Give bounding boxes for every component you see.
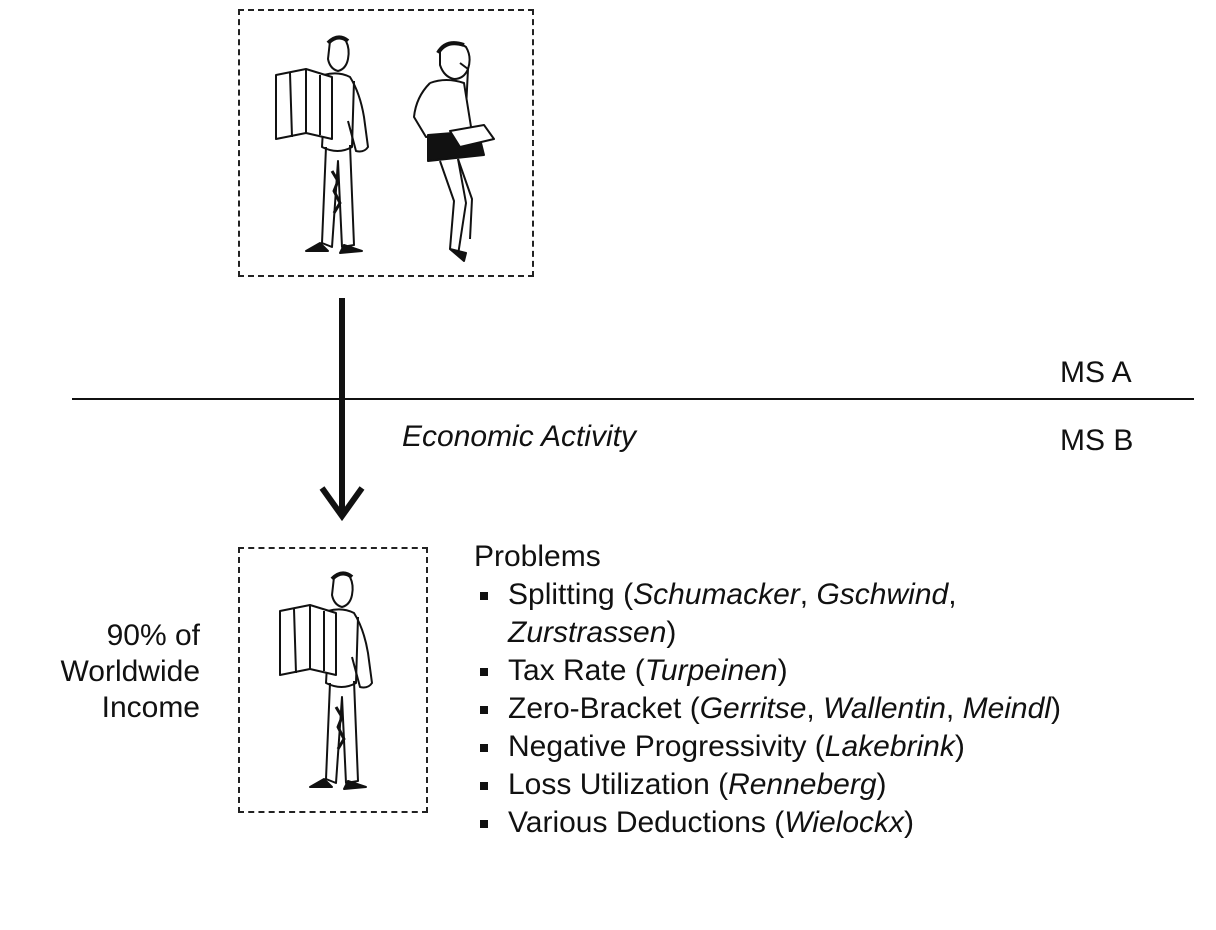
case-name: Gschwind	[816, 578, 949, 611]
problem-label: Zero-Bracket (	[508, 692, 700, 725]
problems-list: Splitting (Schumacker, Gschwind, Zurstra…	[474, 576, 1061, 842]
economic-activity-label: Economic Activity	[402, 420, 636, 453]
problem-item: Various Deductions (Wielockx)	[474, 804, 1061, 842]
case-name: Turpeinen	[644, 654, 778, 687]
case-name: Renneberg	[728, 768, 877, 801]
problem-label: Negative Progressivity (	[508, 730, 825, 763]
case-name: Wielockx	[784, 806, 905, 839]
man-reading-map-icon	[275, 35, 369, 254]
bullet-icon	[480, 668, 488, 676]
flow-arrow	[319, 298, 365, 522]
problems-section: Problems Splitting (Schumacker, Gschwind…	[474, 538, 1061, 842]
case-name: Wallentin	[823, 692, 946, 725]
problem-item: Tax Rate (Turpeinen)	[474, 652, 1061, 690]
problem-close: )	[954, 730, 965, 763]
case-name: Zurstrassen	[508, 616, 667, 649]
bullet-icon	[480, 706, 488, 714]
problem-close: )	[876, 768, 887, 801]
case-name: Gerritse	[699, 692, 807, 725]
bullet-icon	[480, 820, 488, 828]
case-separator: ,	[799, 578, 817, 611]
problem-label: Various Deductions (	[508, 806, 785, 839]
problem-item: Zero-Bracket (Gerritse, Wallentin, Meind…	[474, 690, 1061, 728]
problems-heading: Problems	[474, 540, 601, 573]
ms-a-persons-box	[238, 9, 534, 277]
problem-close: )	[1050, 692, 1061, 725]
income-line-2: Worldwide	[60, 655, 201, 688]
case-name: Schumacker	[633, 578, 800, 611]
problem-item: Splitting (Schumacker, Gschwind, Zurstra…	[474, 576, 1061, 652]
problem-close: )	[904, 806, 915, 839]
woman-on-phone-icon	[413, 41, 495, 262]
problem-item: Negative Progressivity (Lakebrink)	[474, 728, 1061, 766]
case-separator: ,	[948, 578, 957, 611]
ms-a-label: MS A	[1060, 356, 1132, 389]
bullet-icon	[480, 744, 488, 752]
problem-close: )	[666, 616, 677, 649]
border-line	[72, 398, 1194, 400]
case-name: Meindl	[962, 692, 1051, 725]
man-reading-map-icon	[279, 571, 373, 790]
case-separator: ,	[945, 692, 963, 725]
income-label: 90% of Worldwide Income	[14, 618, 201, 726]
ms-b-label: MS B	[1060, 424, 1134, 457]
ms-b-person-box	[238, 547, 428, 813]
bullet-icon	[480, 592, 488, 600]
bullet-icon	[480, 782, 488, 790]
case-separator: ,	[806, 692, 824, 725]
income-line-3: Income	[101, 691, 200, 724]
problem-label: Tax Rate (	[508, 654, 645, 687]
problem-item: Loss Utilization (Renneberg)	[474, 766, 1061, 804]
problem-label: Splitting (	[508, 578, 634, 611]
income-line-1: 90% of	[106, 619, 200, 652]
problem-close: )	[777, 654, 788, 687]
case-name: Lakebrink	[824, 730, 955, 763]
problem-label: Loss Utilization (	[508, 768, 729, 801]
